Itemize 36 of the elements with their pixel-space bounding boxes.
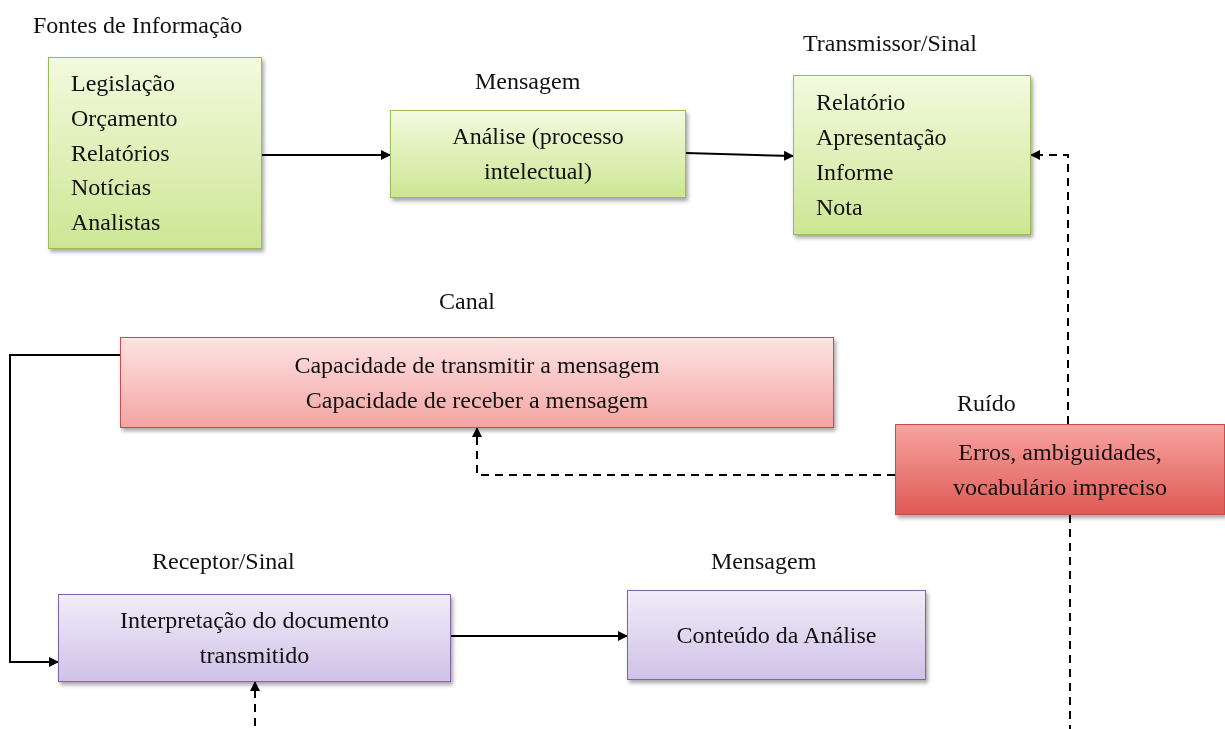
list-item: Nota	[816, 192, 864, 222]
arrow	[472, 427, 896, 476]
arrow	[9, 354, 121, 667]
list-item: Relatório	[816, 88, 907, 118]
box-text: Erros, ambiguidades, vocabulário impreciso	[952, 437, 1168, 502]
process-box	[793, 75, 1031, 235]
process-box	[120, 337, 834, 428]
list-item: Apresentação	[816, 123, 948, 153]
arrow	[450, 631, 628, 641]
list-item: Notícias	[71, 173, 152, 203]
box-text: Análise (processo intelectual)	[451, 122, 625, 186]
box-heading: Ruído	[957, 390, 1016, 417]
arrow	[261, 150, 391, 160]
list-item: Legislação	[71, 69, 176, 98]
list-item: Informe	[816, 158, 895, 187]
process-box	[48, 57, 262, 249]
process-box	[627, 590, 926, 680]
box-heading: Transmissor/Sinal	[803, 30, 977, 57]
box-text: Capacidade de receber a mensagem	[304, 385, 650, 415]
process-box	[390, 110, 686, 198]
box-heading: Mensagem	[711, 548, 817, 575]
box-text: Capacidade de transmitir a mensagem	[293, 350, 661, 380]
box-text: Conteúdo da Análise	[675, 620, 878, 650]
list-item: Relatórios	[71, 138, 171, 168]
box-heading: Fontes de Informação	[33, 12, 243, 39]
process-box	[58, 594, 451, 682]
arrow	[685, 150, 794, 161]
process-box	[895, 424, 1225, 515]
arrow	[1030, 150, 1069, 425]
box-heading: Canal	[439, 288, 495, 315]
list-item: Analistas	[71, 208, 162, 238]
box-text: Interpretação do documento transmitido	[118, 606, 391, 670]
box-heading: Receptor/Sinal	[152, 548, 295, 575]
list-item: Orçamento	[71, 103, 179, 133]
box-heading: Mensagem	[475, 68, 581, 95]
arrow	[250, 514, 1071, 729]
